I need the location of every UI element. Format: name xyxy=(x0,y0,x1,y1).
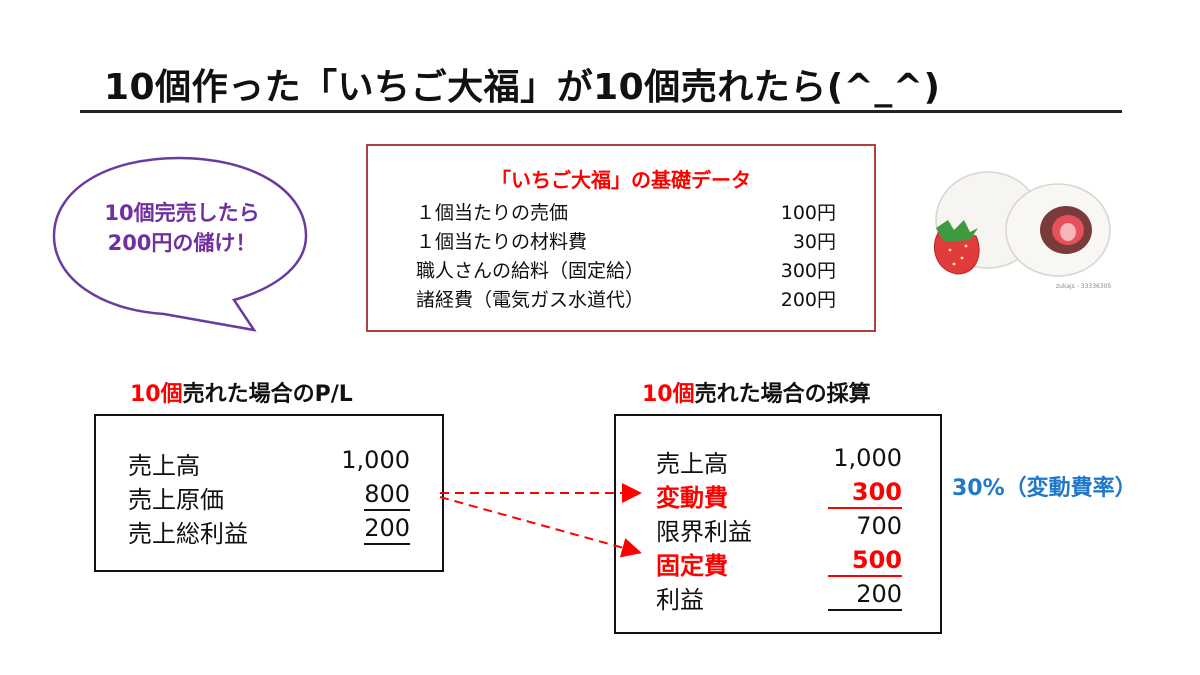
strawberry-daifuku-illustration: zukajs - 33336305 xyxy=(933,171,1111,290)
pl-row-label: 売上原価 xyxy=(128,486,224,514)
basic-data-row: １個当たりの材料費 30円 xyxy=(416,227,836,255)
bubble-line-1: 10個完売したら xyxy=(104,201,260,225)
page-title: 10個作った「いちご大福」が10個売れたら(^_^) xyxy=(104,67,941,108)
calc-row-label: 変動費 xyxy=(656,484,728,512)
basic-data-label: １個当たりの売価 xyxy=(416,202,569,224)
basic-data-label: 職人さんの給料（固定給） xyxy=(416,260,645,282)
pl-row-value: 800 xyxy=(364,480,410,511)
calc-table: 売上高 1,000 変動費 300 限界利益 700 固定費 500 利益 20… xyxy=(614,414,942,634)
bubble-line-2: 200円の儲け！ xyxy=(107,231,257,255)
basic-data-label: １個当たりの材料費 xyxy=(416,231,588,253)
calc-row-value: 700 xyxy=(856,512,902,540)
calc-title-rest: 売れた場合の採算 xyxy=(694,382,871,407)
calc-title-highlight: 10個 xyxy=(642,382,695,407)
basic-data-value: 100円 xyxy=(780,202,836,224)
pl-title-rest: 売れた場合のP/L xyxy=(182,382,353,407)
calc-row-value: 300 xyxy=(827,478,902,509)
variable-cost-rate-note: 30%（変動費率） xyxy=(952,476,1137,501)
basic-data-row: 職人さんの給料（固定給） 300円 xyxy=(416,256,836,284)
basic-data-value: 200円 xyxy=(780,289,836,311)
calc-row-label: 売上高 xyxy=(656,450,728,478)
basic-data-row: 諸経費（電気ガス水道代） 200円 xyxy=(416,285,836,313)
pl-section-title: 10個売れた場合のP/L xyxy=(130,376,353,408)
calc-row-label: 固定費 xyxy=(656,552,728,580)
pl-title-highlight: 10個 xyxy=(130,382,183,407)
calc-row-value: 200 xyxy=(828,580,902,611)
calc-row: 売上高 1,000 xyxy=(656,444,902,478)
pl-row-value: 1,000 xyxy=(341,446,410,474)
calc-row-fixed-cost: 固定費 500 xyxy=(656,546,902,580)
pl-row-value: 200 xyxy=(364,514,410,545)
pl-row: 売上原価 800 xyxy=(128,480,410,514)
calc-row-label: 限界利益 xyxy=(656,518,752,546)
pl-table: 売上高 1,000 売上原価 800 売上総利益 200 xyxy=(94,414,444,572)
calc-section-title: 10個売れた場合の採算 xyxy=(642,376,871,408)
basic-data-value: 30円 xyxy=(792,231,836,253)
pl-row-label: 売上総利益 xyxy=(128,520,248,548)
calc-row: 利益 200 xyxy=(656,580,902,614)
basic-data-box: 「いちご大福」の基礎データ １個当たりの売価 100円 １個当たりの材料費 30… xyxy=(366,144,876,332)
basic-data-label: 諸経費（電気ガス水道代） xyxy=(416,289,645,311)
calc-row: 限界利益 700 xyxy=(656,512,902,546)
speech-bubble-text: 10個完売したら 200円の儲け！ xyxy=(72,198,292,258)
arrow-to-fixed-cost xyxy=(439,496,642,558)
calc-row-label: 利益 xyxy=(656,586,704,614)
illustration-caption: zukajs - 33336305 xyxy=(1056,283,1111,290)
basic-data-value: 300円 xyxy=(780,260,836,282)
pl-row: 売上総利益 200 xyxy=(128,514,410,548)
speech-bubble xyxy=(52,156,308,332)
calc-row-value: 500 xyxy=(827,546,902,577)
basic-data-row: １個当たりの売価 100円 xyxy=(416,198,836,226)
basic-data-title: 「いちご大福」の基礎データ xyxy=(491,168,751,192)
pl-row: 売上高 1,000 xyxy=(128,446,410,480)
title-underline xyxy=(80,110,1122,113)
calc-row-value: 1,000 xyxy=(833,444,902,472)
pl-row-label: 売上高 xyxy=(128,452,200,480)
calc-row-variable-cost: 変動費 300 xyxy=(656,478,902,512)
